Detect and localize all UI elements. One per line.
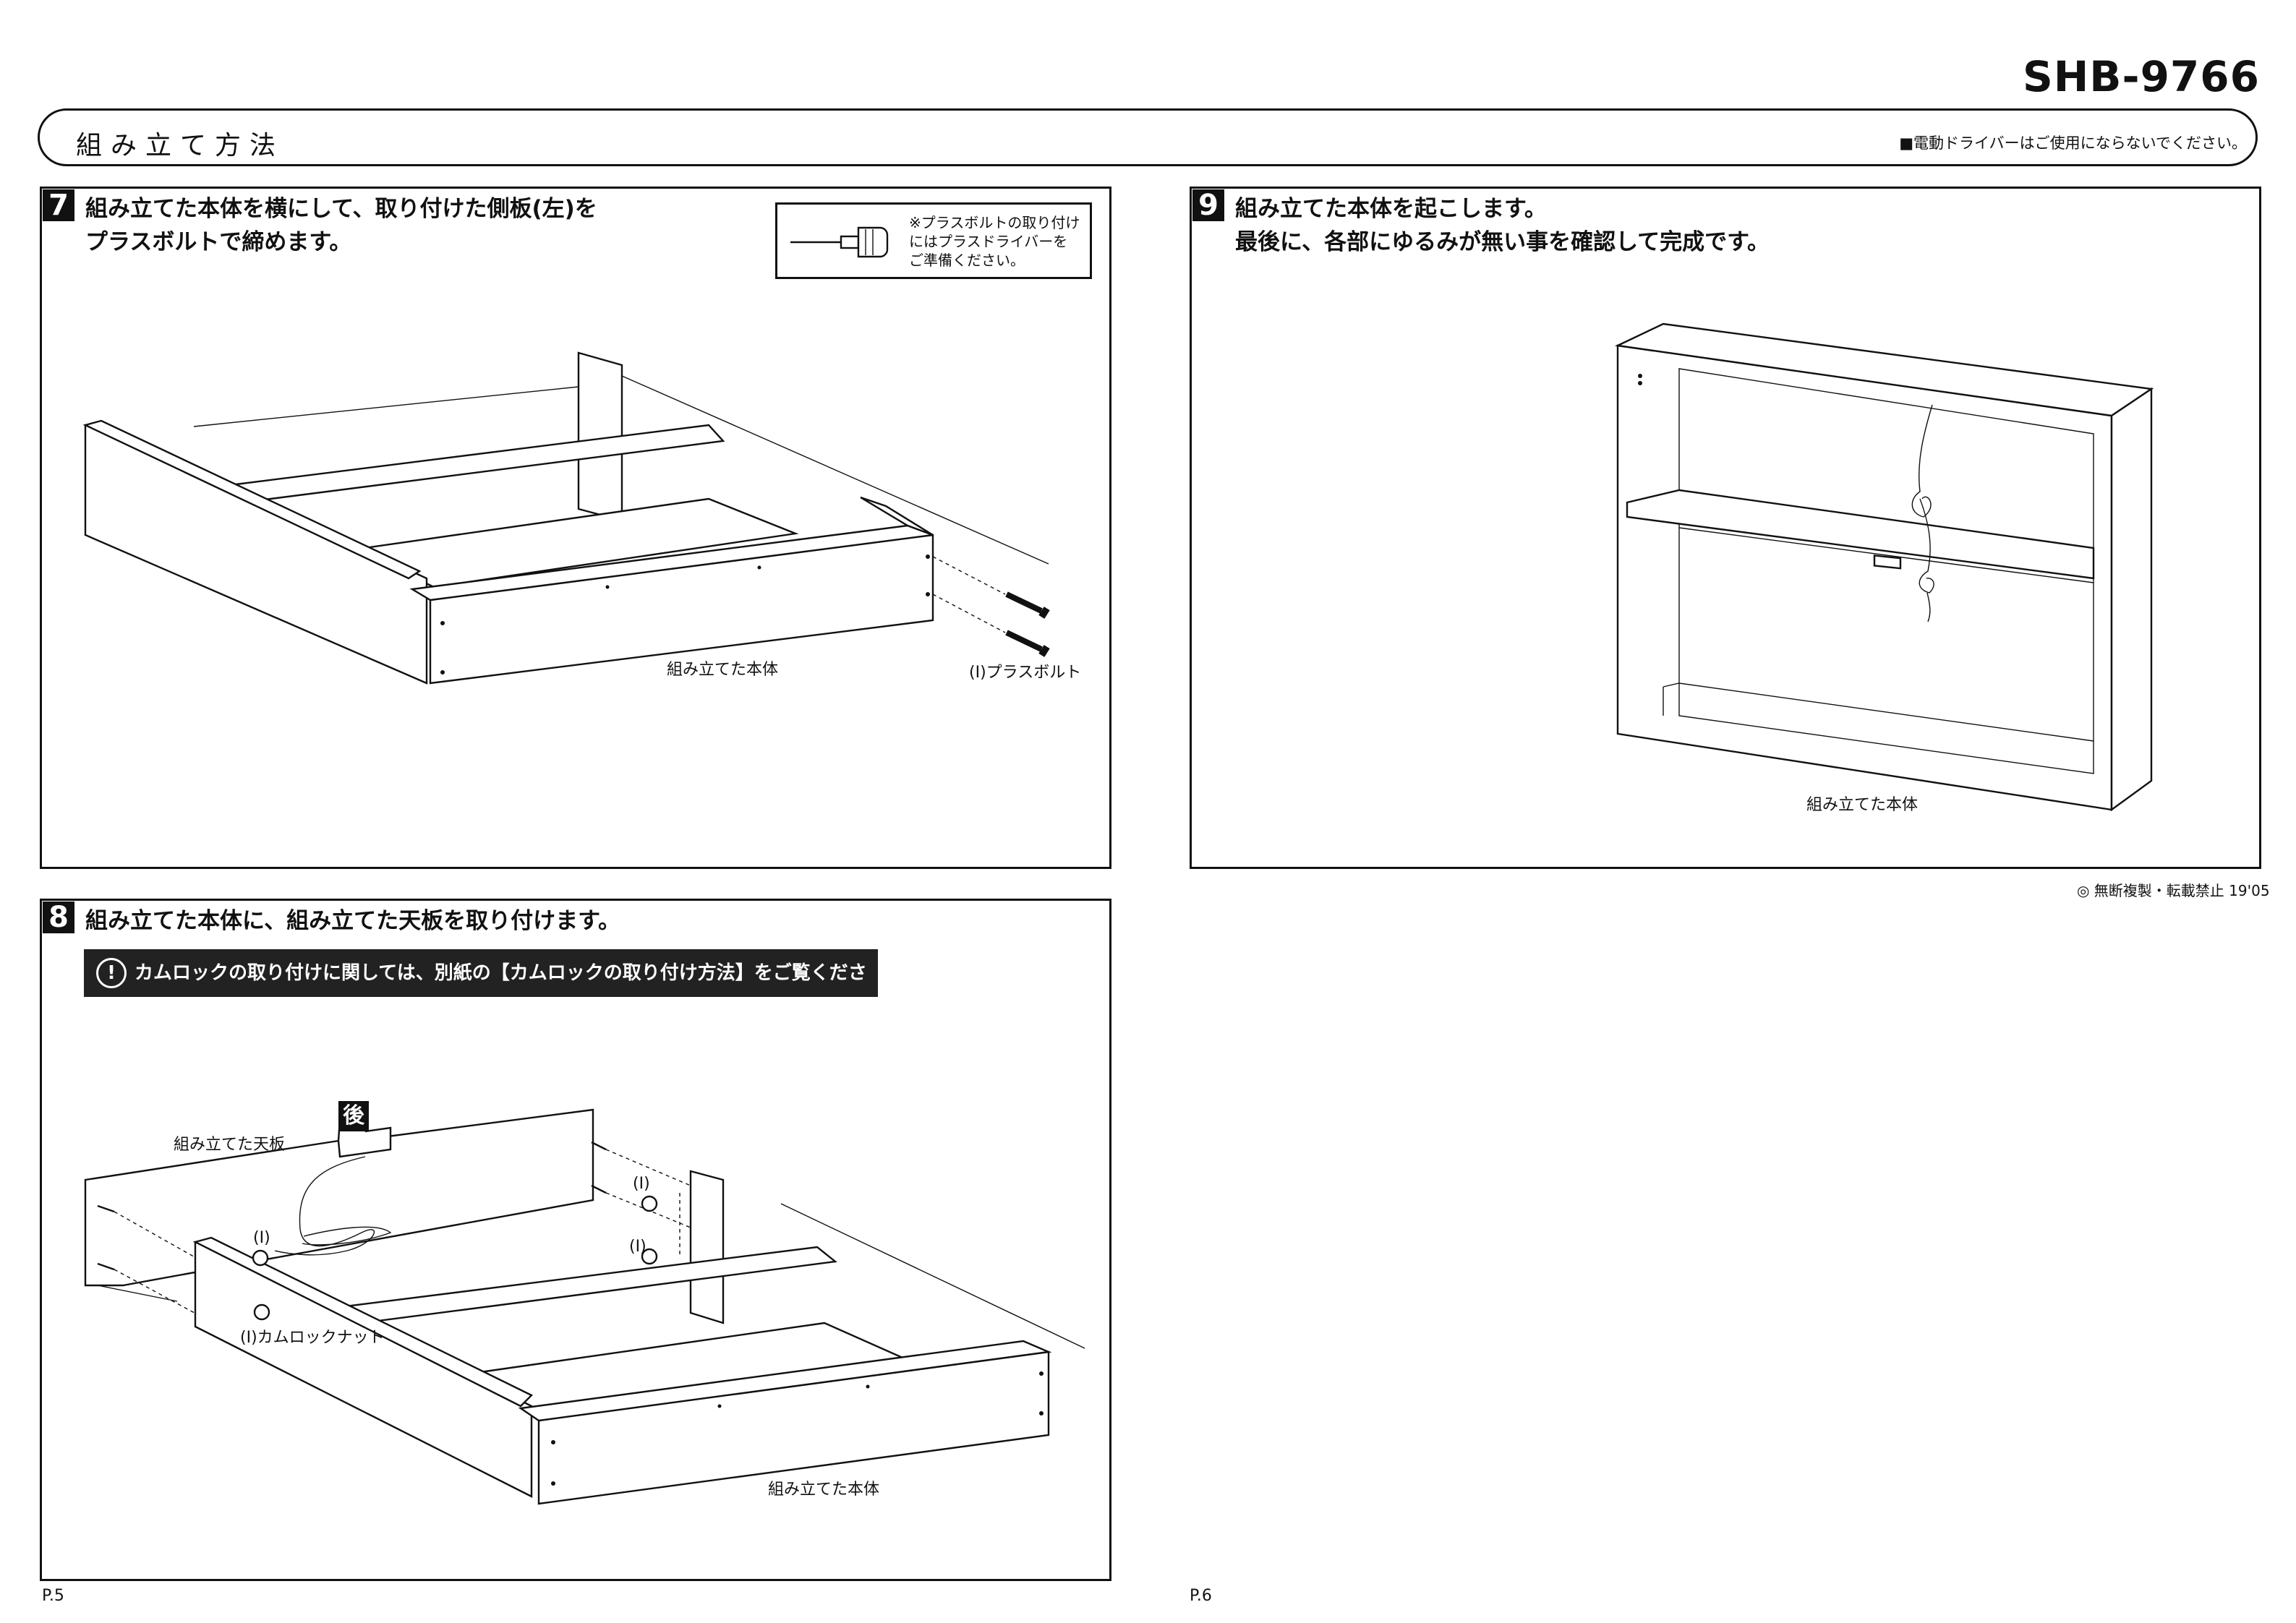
camlock-nut-icon <box>252 1195 658 1321</box>
step-9-body-label: 組み立てた本体 <box>1806 796 1919 814</box>
exclamation-icon: ! <box>96 958 127 988</box>
step-7-note-line-3: ご準備ください。 <box>909 252 1025 269</box>
header-bar <box>38 108 2258 166</box>
step-7-note-line-1: ※プラスボルトの取り付け <box>909 214 1080 231</box>
copyright-notice: ◎ 無断複製・転載禁止 19'05 <box>2077 882 2270 899</box>
step-8-i-mark-3: (I) <box>629 1238 646 1256</box>
step-8-i-mark-2: (I) <box>633 1175 650 1193</box>
step-9-panel <box>1190 187 2261 869</box>
step-7-bolt-label: (I)プラスボルト <box>969 664 1082 682</box>
step-7-note-line-2: にはプラスドライバーを <box>909 233 1068 250</box>
model-number: SHB-9766 <box>2022 52 2260 101</box>
step-9-instruction: 組み立てた本体を起こします。 最後に、各部にゆるみが無い事を確認して完成です。 <box>1235 192 1770 259</box>
page-number-right: P.6 <box>1190 1587 1212 1605</box>
step-9-line-1: 組み立てた本体を起こします。 <box>1235 196 1547 222</box>
step-8-number: 8 <box>43 902 74 933</box>
step-9-number: 9 <box>1192 189 1224 221</box>
step-9-illustration <box>1614 322 2154 812</box>
step-8-camlock-nut-label: (I)カムロックナット <box>240 1329 385 1347</box>
step-8-body-label: 組み立てた本体 <box>768 1481 880 1499</box>
step-8-notice-text: カムロックの取り付けに関しては、別紙の【カムロックの取り付け方法】をご覧ください… <box>135 962 867 1032</box>
page-title: 組み立て方法 <box>76 131 285 160</box>
step-8-instruction: 組み立てた本体に、組み立てた天板を取り付けます。 <box>85 908 620 934</box>
step-7-panel <box>40 187 1111 869</box>
step-7-body-label: 組み立てた本体 <box>667 661 779 679</box>
step-7-number: 7 <box>43 189 74 221</box>
step-8-illustration <box>84 1108 1085 1505</box>
page-number-left: P.5 <box>42 1587 64 1605</box>
step-8-camlock-notice: ! カムロックの取り付けに関しては、別紙の【カムロックの取り付け方法】をご覧くだ… <box>84 949 878 1032</box>
step-7-note-text: ※プラスボルトの取り付け にはプラスドライバーを ご準備ください。 <box>909 213 1080 270</box>
step-9-line-2: 最後に、各部にゆるみが無い事を確認して完成です。 <box>1235 229 1770 255</box>
step-7-line-1: 組み立てた本体を横にして、取り付けた側板(左)を <box>85 196 597 222</box>
screwdriver-icon <box>790 226 889 258</box>
step-7-screwdriver-note: ※プラスボルトの取り付け にはプラスドライバーを ご準備ください。 <box>775 202 1092 279</box>
step-8-panel <box>40 899 1111 1581</box>
step-8-i-mark-1: (I) <box>253 1229 270 1247</box>
step-8-top-board-label: 組み立てた天板 <box>174 1136 286 1154</box>
header-warning-note: ■電動ドライバーはご使用にならないでください。 <box>1899 134 2247 152</box>
step-7-instruction: 組み立てた本体を横にして、取り付けた側板(左)を プラスボルトで締めます。 <box>85 192 597 259</box>
step-7-illustration <box>82 351 1050 685</box>
bolt-icon <box>1005 591 1050 657</box>
rear-badge: 後 <box>338 1101 369 1131</box>
step-7-line-2: プラスボルトで締めます。 <box>85 229 352 255</box>
